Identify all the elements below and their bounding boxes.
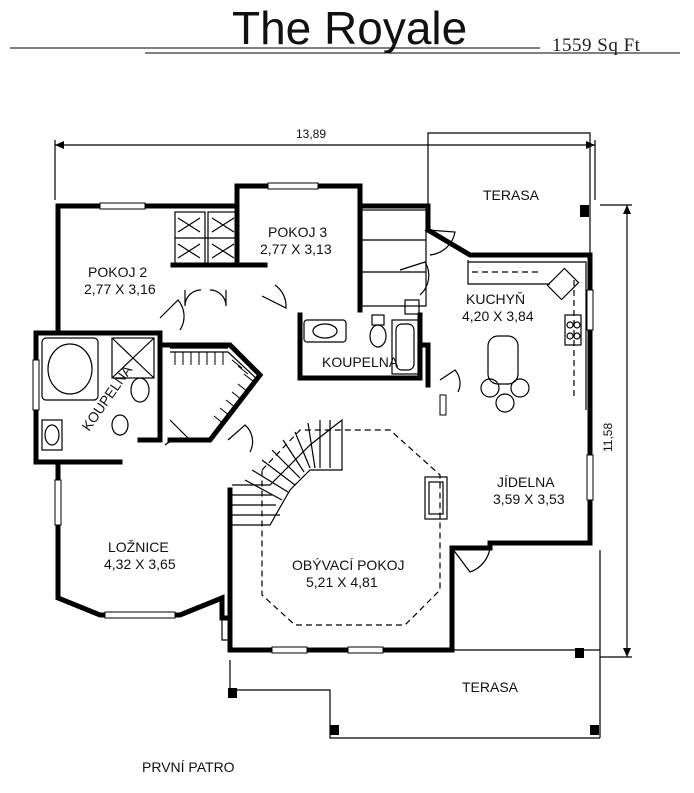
sink-icon: [546, 267, 580, 301]
toilet-tank: [371, 314, 385, 326]
floor-label: PRVNÍ PATRO: [142, 759, 235, 775]
stove-icon: [564, 314, 582, 346]
closets: [174, 209, 427, 307]
toilet-icon: [130, 377, 150, 403]
room-label-kitchen: KUCHYŇ: [466, 291, 525, 307]
windows: [32, 182, 594, 654]
master-bath-fixtures: [41, 337, 155, 451]
width-value: 13,89: [296, 127, 326, 141]
terrace-top-outline: [427, 132, 591, 255]
center-bath-fixtures: [303, 299, 420, 375]
room-size-bedroom3: 2,77 X 3,13: [260, 241, 332, 257]
shower-icon: [111, 337, 155, 379]
vanity-icon: [303, 319, 347, 343]
living-ceiling-outline: [261, 429, 441, 626]
toilet-icon: [369, 324, 387, 348]
room-label-terrace-top: TERASA: [483, 187, 540, 203]
square-footage: 1559 Sq Ft: [552, 35, 641, 56]
room-label-terrace-bottom: TERASA: [462, 679, 519, 695]
room-size-living: 5,21 X 4,81: [306, 574, 378, 590]
sink-icon: [41, 419, 63, 451]
bathtub-icon: [391, 319, 419, 375]
room-size-dining: 3,59 X 3,53: [493, 491, 565, 507]
plan-title: The Royale: [232, 2, 467, 54]
room-size-kitchen: 4,20 X 3,84: [462, 308, 534, 324]
room-label-dining: JÍDELNA: [497, 474, 555, 490]
room-label-bedroom3: POKOJ 3: [268, 224, 327, 240]
fireplace-icon: [424, 476, 448, 520]
exterior-walls: [33, 183, 593, 653]
room-size-bedroom2: 2,77 X 3,16: [84, 281, 156, 297]
closet-small: [404, 299, 420, 315]
stool-icon: [510, 378, 530, 398]
room-label-bedroom2: POKOJ 2: [88, 264, 147, 280]
stair-railing: [170, 347, 259, 437]
depth-value: 11,58: [601, 423, 615, 452]
staircase: [170, 347, 343, 526]
room-label-bathroom-center: KOUPELNA: [322, 354, 399, 370]
room-label-living: OBÝVACÍ POKOJ: [292, 557, 405, 573]
width-dimension: 13,89: [54, 127, 596, 200]
room-label-master: LOŽNICE: [108, 539, 169, 555]
room-label-bathroom-master: KOUPELNA: [78, 362, 135, 434]
room-size-master: 4,32 X 3,65: [104, 556, 176, 572]
terrace-bottom-outline: [221, 550, 601, 739]
depth-dimension: 11,58: [600, 204, 632, 658]
tub-icon: [41, 337, 99, 401]
stool-icon: [480, 378, 500, 398]
stair-treads: [232, 420, 331, 516]
kitchen-island: [487, 335, 519, 385]
interior-walls: [55, 203, 431, 588]
kitchen-counters: [467, 260, 587, 413]
stool-icon: [495, 393, 515, 413]
doors: [159, 229, 491, 573]
